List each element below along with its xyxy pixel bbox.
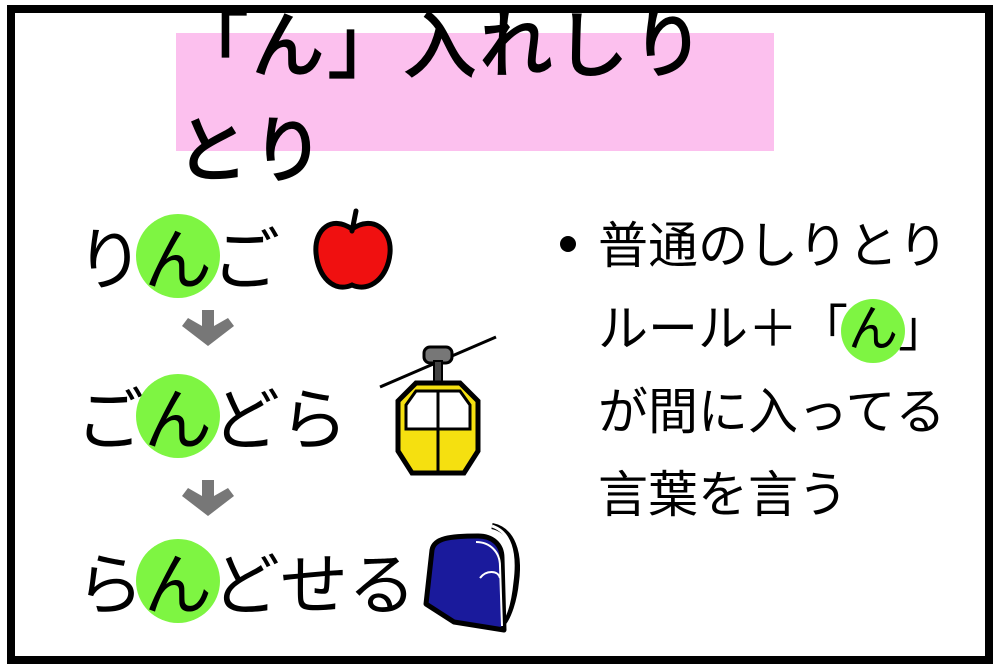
- highlight-char: ん: [848, 300, 898, 358]
- word-prefix: り: [76, 222, 145, 301]
- explanation-line-4: 言葉を言う: [560, 454, 948, 537]
- chain-word-ringo: り ん ご: [76, 205, 280, 304]
- highlight-char: ん: [144, 547, 213, 626]
- explanation-line-2: ルール＋「ん」: [560, 288, 948, 371]
- highlighted-n: ん: [848, 288, 898, 371]
- highlight-char: ん: [144, 382, 213, 461]
- explanation-line-1: 普通のしりとり: [560, 205, 948, 288]
- line-text: 言葉を言う: [598, 466, 848, 524]
- highlight-char: ん: [144, 222, 213, 301]
- word-prefix: ご: [76, 382, 145, 461]
- line-text: 普通のしりとり: [598, 217, 948, 275]
- rule-explanation: 普通のしりとり ルール＋「ん」 が間に入ってる 言葉を言う: [560, 205, 948, 537]
- chain-word-gondola: ご ん どら: [76, 365, 348, 464]
- arrow-down-icon: [180, 478, 236, 518]
- randoseru-backpack-icon: [420, 522, 520, 637]
- word-suffix: どら: [212, 382, 349, 461]
- word-suffix: ご: [212, 222, 281, 301]
- highlighted-n: ん: [144, 365, 212, 464]
- chain-word-randoseru: ら ん どせる: [76, 530, 416, 629]
- arrow-down-icon: [180, 308, 236, 348]
- line-text: 」: [898, 300, 948, 358]
- line-text: ルール＋「: [598, 300, 848, 358]
- page-title: 「ん」入れしりとり: [176, 4, 709, 193]
- apple-icon: [312, 205, 394, 295]
- title-banner: 「ん」入れしりとり: [176, 4, 774, 193]
- highlighted-n: ん: [144, 530, 212, 629]
- explanation-line-3: が間に入ってる: [560, 371, 948, 454]
- bullet-icon: [560, 235, 576, 252]
- highlighted-n: ん: [144, 205, 212, 304]
- word-prefix: ら: [76, 547, 145, 626]
- line-text: が間に入ってる: [598, 383, 946, 441]
- word-suffix: どせる: [212, 547, 417, 626]
- gondola-icon: [378, 335, 498, 485]
